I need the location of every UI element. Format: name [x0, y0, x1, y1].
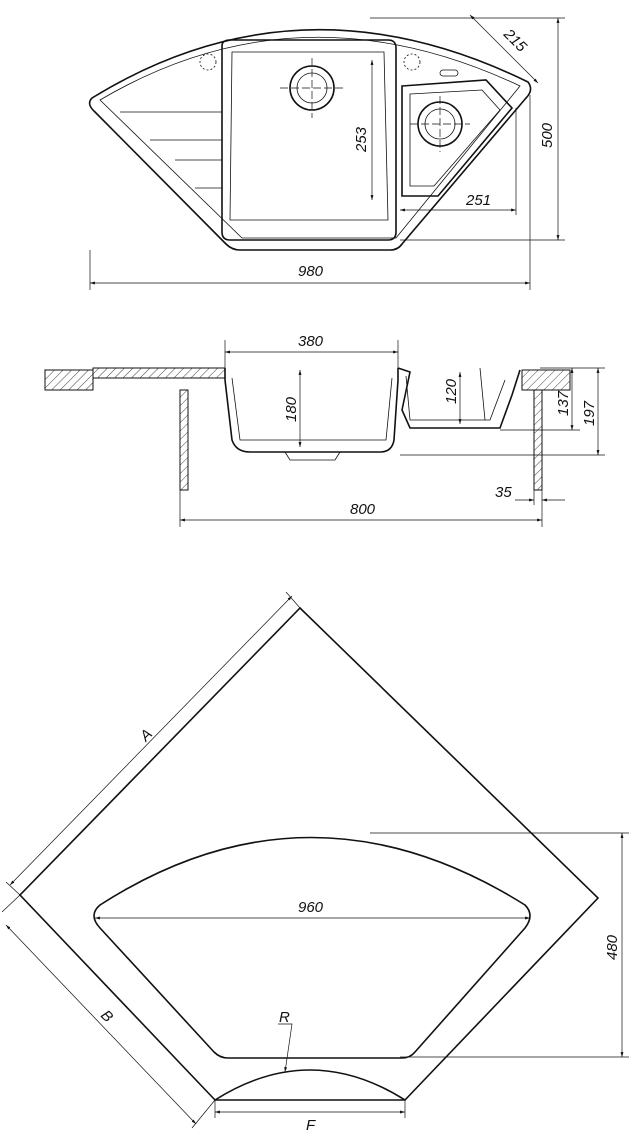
label-a: A — [136, 726, 156, 746]
cabinet-right — [533, 389, 543, 491]
small-bowl-section — [397, 367, 521, 429]
dim-120: 120 — [443, 378, 460, 404]
dim-500: 500 — [539, 122, 556, 148]
drainer-ribs — [120, 111, 222, 189]
sink-outline — [88, 28, 532, 251]
dim-35: 35 — [495, 484, 512, 501]
countertop-left — [44, 369, 94, 391]
cutout-view: A B 960 480 R F — [1, 591, 629, 1134]
tap-hole-right — [403, 53, 421, 71]
dim-800: 800 — [350, 501, 376, 518]
top-view: 980 500 253 251 215 — [88, 14, 565, 290]
label-f: F — [306, 1117, 316, 1134]
cutout-outline — [93, 836, 531, 1059]
label-r: R — [279, 1009, 290, 1026]
dim-253: 253 — [353, 126, 370, 153]
dim-137: 137 — [555, 390, 572, 416]
main-bowl-section — [224, 368, 399, 453]
countertop-corner — [18, 606, 600, 1101]
section-view: 380 180 120 137 197 35 800 — [44, 333, 605, 527]
dim-180: 180 — [283, 396, 300, 422]
tap-hole-left — [199, 53, 217, 71]
dim-215: 215 — [499, 25, 530, 56]
front-arc — [214, 1069, 406, 1101]
dim-960: 960 — [298, 899, 324, 916]
cabinet-left — [179, 389, 189, 491]
dim-380: 380 — [298, 333, 324, 350]
dim-197: 197 — [581, 400, 598, 426]
dim-480: 480 — [604, 934, 621, 960]
dim-251: 251 — [465, 192, 491, 209]
main-bowl — [221, 39, 397, 241]
countertop-right — [521, 369, 571, 391]
dim-980: 980 — [298, 263, 324, 280]
